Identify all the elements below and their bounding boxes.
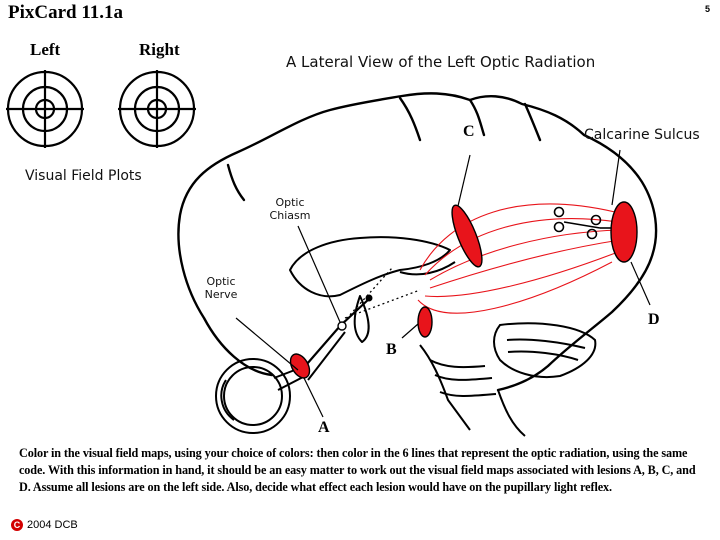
temporal-and-ventricle: [289, 236, 456, 343]
optic-nerve-label: Optic Nerve: [204, 275, 238, 302]
lesion-b-label: B: [386, 341, 397, 358]
right-visual-field-plot: [118, 70, 196, 148]
lesion-a-label: A: [318, 419, 330, 436]
instructions-text: Color in the visual field maps, using yo…: [19, 446, 696, 494]
lesion-c-label: C: [463, 123, 475, 140]
copyright-text: 2004 DCB: [27, 519, 78, 531]
lesion-b-marker: [417, 306, 433, 338]
brain-outline: [177, 92, 658, 392]
left-visual-field-plot: [6, 70, 84, 148]
eyeball: [215, 358, 306, 434]
pointer-lines: [235, 149, 651, 418]
visual-field-plots-caption: Visual Field Plots: [25, 168, 142, 184]
lesion-c-marker: [451, 204, 483, 268]
cerebellum: [493, 322, 597, 378]
brainstem: [419, 344, 526, 437]
diagram-title: A Lateral View of the Left Optic Radiati…: [286, 53, 596, 71]
copyright-icon: C: [11, 519, 23, 531]
card-title: PixCard 11.1a: [8, 2, 124, 23]
lesion-d-marker: [610, 201, 638, 263]
lesion-a-marker: [289, 353, 311, 379]
calcarine-fibers: [553, 206, 614, 240]
optic-chiasm-label: Optic Chiasm: [269, 196, 311, 223]
calcarine-sulcus-label: Calcarine Sulcus: [584, 127, 700, 143]
page-number: 5: [704, 4, 710, 14]
optic-radiation-lines: [417, 203, 621, 314]
left-field-label: Left: [30, 40, 61, 59]
right-field-label: Right: [139, 40, 180, 59]
copyright-footer: C 2004 DCB: [11, 519, 78, 531]
optic-pathway: [299, 267, 421, 381]
lesion-d-label: D: [648, 311, 660, 328]
